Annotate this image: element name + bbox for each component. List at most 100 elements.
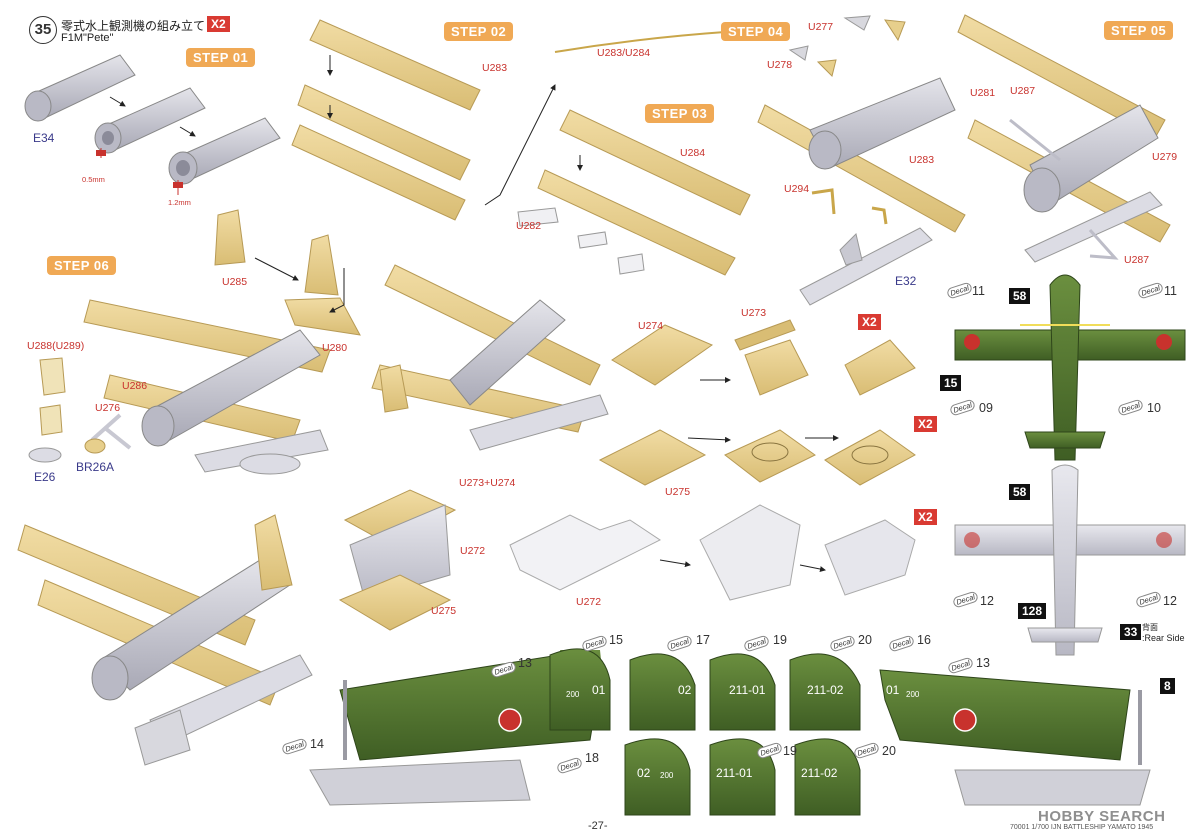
tail-code-01-right: 01 <box>886 683 900 697</box>
part-e32: E32 <box>895 274 917 288</box>
decal-10: 10 <box>1147 401 1161 415</box>
tail-code-200-right: 200 <box>906 690 920 699</box>
product-code: 70001 1/700 IJN BATTLESHIP YAMATO 1945 <box>1010 824 1154 831</box>
decal-8: 8 <box>1160 678 1175 694</box>
multiplier-row1: X2 <box>858 314 881 330</box>
part-u285: U285 <box>222 276 248 288</box>
decal-side-17: 17 <box>696 633 710 647</box>
part-u275: U275 <box>665 486 691 498</box>
step05-assembly <box>957 14 1171 263</box>
step-number-circle: 35 <box>29 16 57 44</box>
step02-wing-parts <box>291 19 726 221</box>
decal-side-14: 14 <box>310 737 324 751</box>
part-u273: U273 <box>741 307 767 319</box>
step04-assembly <box>757 15 966 306</box>
step-06-label: STEP 06 <box>47 256 117 275</box>
part-u273-u274: U273+U274 <box>459 477 516 489</box>
part-u283: U283 <box>482 62 508 74</box>
part-u288: U288(U289) <box>27 340 85 352</box>
step-04-label: STEP 04 <box>721 22 791 41</box>
decal-12b: 12 <box>1163 594 1177 608</box>
center-biplane <box>371 264 609 451</box>
multiplier-row3: X2 <box>914 509 937 525</box>
title-quantity: X2 <box>207 16 230 32</box>
part-u277: U277 <box>808 21 834 33</box>
decal-128: 128 <box>1018 603 1047 619</box>
decal-12a: 12 <box>980 594 994 608</box>
multiplier-row2: X2 <box>914 416 937 432</box>
part-e34: E34 <box>33 131 55 145</box>
catapult-parts-row1 <box>611 319 916 396</box>
rear-label-en: :Rear Side <box>1142 633 1185 643</box>
tail-code-211-02: 211-02 <box>807 683 844 697</box>
step-02-label: STEP 02 <box>444 22 514 41</box>
part-u279: U279 <box>1152 151 1178 163</box>
decal-58-bottom: 58 <box>1009 484 1031 500</box>
tail-fins <box>549 648 861 816</box>
decal-11a: 11 <box>972 284 985 298</box>
part-e26: E26 <box>34 470 56 484</box>
tail-code-02: 02 <box>678 683 692 697</box>
part-u287b: U287 <box>1124 254 1150 266</box>
top-view-plane <box>954 274 1186 461</box>
tail-code-01: 01 <box>592 683 606 697</box>
part-u281: U281 <box>970 87 996 99</box>
part-u286: U286 <box>122 380 148 392</box>
decal-58-top: 58 <box>1009 288 1031 304</box>
rear-label-jp: 背面 <box>1142 623 1158 632</box>
step03-wing-parts <box>517 109 751 276</box>
title-jp: 零式水上観測機の組み立て <box>61 19 206 33</box>
decal-side-20: 20 <box>858 633 872 647</box>
hobby-search-watermark: HOBBY SEARCH <box>1038 808 1166 825</box>
right-side-view-plane <box>879 669 1151 806</box>
decal-side-16: 16 <box>917 633 931 647</box>
part-u276: U276 <box>95 402 121 414</box>
decal-33: 33 <box>1120 624 1142 640</box>
part-u280: U280 <box>322 342 348 354</box>
decal-11b: 11 <box>1164 284 1177 298</box>
decal-side-20b: 20 <box>882 744 896 758</box>
tail-code-211-01-lower: 211-01 <box>716 766 753 780</box>
step-03-label: STEP 03 <box>645 104 715 123</box>
part-u294: U294 <box>784 183 810 195</box>
tail-code-02-lower: 02 <box>637 766 651 780</box>
step-05-label: STEP 05 <box>1104 21 1174 40</box>
decal-side-15: 15 <box>609 633 623 647</box>
step01-engine-parts <box>24 54 281 195</box>
part-u284: U284 <box>680 147 706 159</box>
dim-12mm: 1.2mm <box>168 198 191 207</box>
part-u272a: U272 <box>460 545 486 557</box>
decal-15-top: 15 <box>940 375 962 391</box>
part-u282: U282 <box>516 220 542 232</box>
step-01-label: STEP 01 <box>186 48 256 67</box>
decal-side-13a: 13 <box>518 656 532 670</box>
decal-09: 09 <box>979 401 993 415</box>
decal-side-19b: 19 <box>783 744 797 758</box>
catapult-tower <box>338 489 916 631</box>
part-br26a: BR26A <box>76 460 115 474</box>
decal-side-18: 18 <box>585 751 599 765</box>
subtitle: F1M"Pete" <box>61 32 114 44</box>
part-u283b: U283 <box>909 154 935 166</box>
part-u278: U278 <box>767 59 793 71</box>
bottom-view-plane <box>954 464 1186 656</box>
tail-code-200-lower: 200 <box>660 771 674 780</box>
tail-code-200: 200 <box>566 690 580 699</box>
bottom-left-biplane <box>17 514 313 766</box>
tail-code-211-01: 211-01 <box>729 683 766 697</box>
decal-side-13b: 13 <box>976 656 990 670</box>
step06-tail-parts <box>214 209 361 336</box>
part-u283-u284: U283/U284 <box>597 47 651 59</box>
tail-code-211-02-lower: 211-02 <box>801 766 838 780</box>
decal-side-19: 19 <box>773 633 787 647</box>
part-u287a: U287 <box>1010 85 1036 97</box>
catapult-parts-row2 <box>598 429 916 486</box>
part-u274: U274 <box>638 320 664 332</box>
step06-biplane <box>28 299 331 475</box>
part-u272b: U272 <box>576 596 602 608</box>
dim-05mm: 0.5mm <box>82 175 105 184</box>
page-number: -27- <box>588 820 608 832</box>
part-u275b: U275 <box>431 605 457 617</box>
